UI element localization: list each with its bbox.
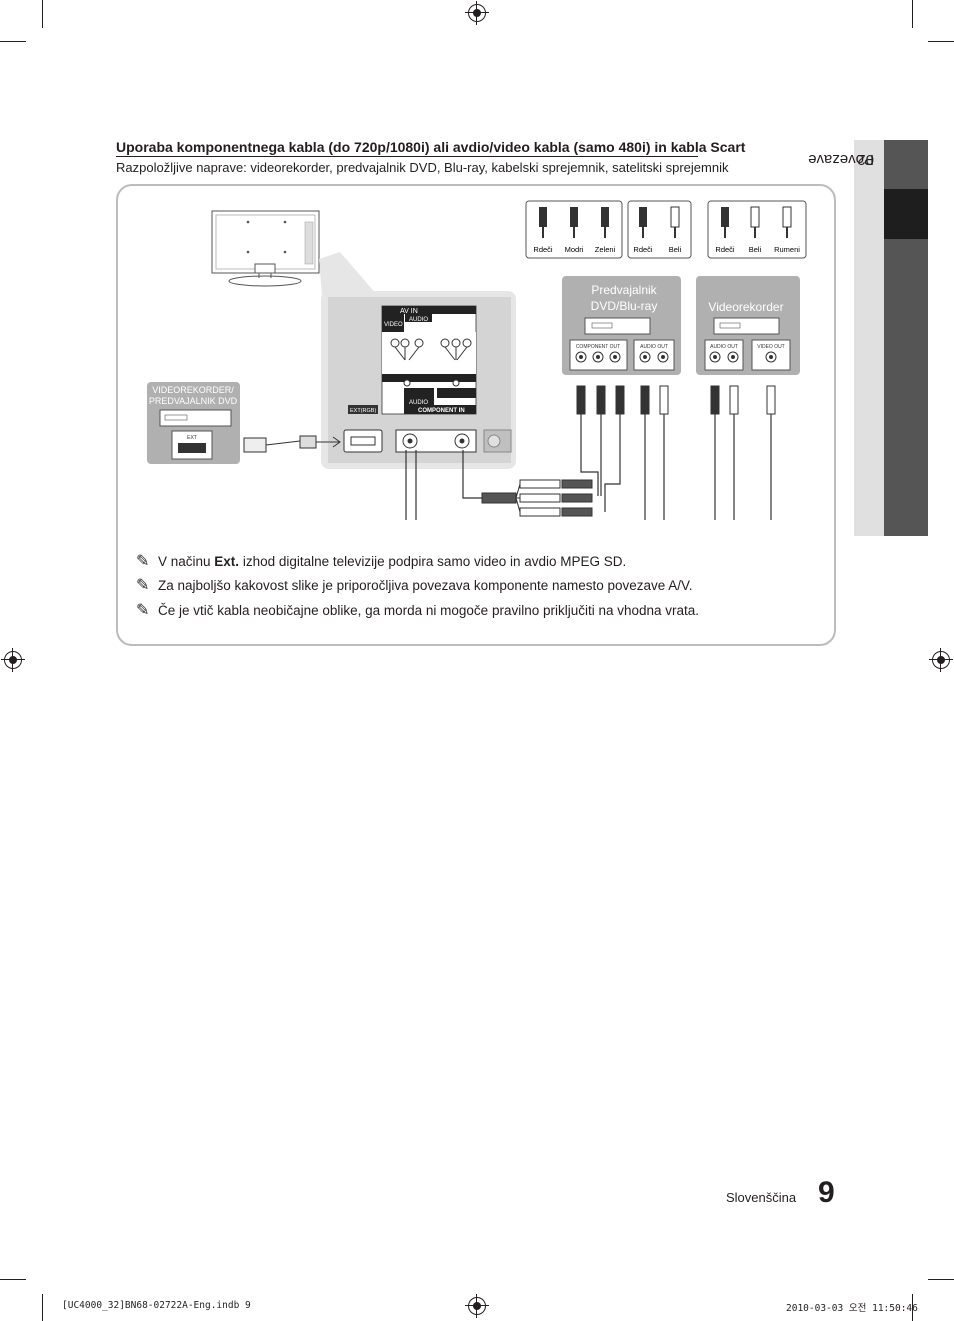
crop-mark: [912, 0, 913, 28]
dvd-audio-out-label: AUDIO OUT: [640, 344, 668, 350]
note-pencil-icon: ✎: [136, 553, 150, 570]
scart-device-title-2: PREDVAJALNIK DVD: [149, 396, 238, 406]
footer-language: Slovenščina: [726, 1190, 797, 1205]
side-tab-active-marker: [884, 189, 928, 239]
side-tab-light: [854, 140, 884, 536]
cable-label: Rumeni: [774, 245, 800, 254]
av-in-label: AV IN: [400, 308, 418, 315]
cable-label: Beli: [749, 245, 762, 254]
crop-mark: [912, 1294, 913, 1321]
ext-rgb-label: EXT(RGB): [350, 408, 376, 414]
connection-diagram: AV IN AUDIO VIDEO AUDIO COMPONENT IN EXT…: [147, 200, 807, 520]
component-in-label: COMPONENT IN: [418, 408, 465, 414]
crop-mark: [42, 0, 43, 28]
cable-label: Zeleni: [595, 245, 616, 254]
note-2: ✎Za najboljšo kakovost slike je priporoč…: [136, 577, 693, 594]
cable-group-audio: Rdeči Beli: [627, 200, 692, 259]
dvd-title-1: Predvajalnik: [591, 283, 657, 297]
tv-illustration: [211, 210, 320, 287]
scart-device-title-1: VIDEOREKORDER/: [152, 385, 234, 395]
registration-mark-icon: [465, 1294, 489, 1318]
registration-mark-icon: [929, 648, 953, 672]
cable-label: Rdeči: [633, 245, 653, 254]
cable-label: Beli: [669, 245, 682, 254]
crop-mark: [42, 1294, 43, 1321]
crop-mark: [928, 41, 954, 42]
scart-ext-label: EXT: [187, 435, 197, 441]
print-slug-date: 2010-03-03 오전 11:50:46: [786, 1303, 918, 1314]
dvd-player-device: Predvajalnik DVD/Blu-ray COMPONENT OUT A…: [562, 276, 681, 375]
vcr-audio-out-label: AUDIO OUT: [710, 344, 738, 350]
available-devices-text: Razpoložljive naprave: videorekorder, pr…: [116, 160, 729, 175]
tv-back-panel: AV IN AUDIO VIDEO AUDIO COMPONENT IN EXT…: [321, 291, 516, 469]
page-number: 9: [818, 1176, 835, 1209]
registration-mark-icon: [1, 648, 25, 672]
cable-group-component: Rdeči Modri Zeleni: [525, 200, 623, 259]
connection-diagram-frame: [116, 184, 836, 646]
cable-lines: [405, 414, 772, 520]
dvd-title-2: DVD/Blu-ray: [591, 299, 658, 313]
scart-device: VIDEOREKORDER/ PREDVAJALNIK DVD EXT: [147, 382, 240, 464]
note-1: ✎V načinu Ext. izhod digitalne televizij…: [136, 553, 627, 570]
crop-mark: [0, 41, 26, 42]
device-cable-plugs: [576, 385, 776, 415]
component-out-label: COMPONENT OUT: [576, 344, 620, 350]
section-heading: Uporaba komponentnega kabla (do 720p/108…: [116, 139, 746, 155]
registration-mark-icon: [465, 1, 489, 25]
vcr-device: Videorekorder AUDIO OUT VIDEO OUT: [696, 276, 800, 375]
cable-label: Rdeči: [533, 245, 553, 254]
video-out-label: VIDEO OUT: [757, 344, 785, 350]
crop-mark: [928, 1279, 954, 1280]
cable-group-av: Rdeči Beli Rumeni: [707, 200, 807, 259]
vcr-title: Videorekorder: [708, 300, 783, 314]
note-pencil-icon: ✎: [136, 577, 150, 594]
note-1-bold: Ext.: [214, 554, 240, 569]
scart-cable: [243, 435, 341, 453]
crop-mark: [0, 1279, 26, 1280]
cable-label: Rdeči: [715, 245, 735, 254]
zoom-wedge: [319, 252, 378, 296]
note-3: ✎Če je vtič kabla neobičajne oblike, ga …: [136, 602, 700, 619]
note-pencil-icon: ✎: [136, 602, 150, 619]
video-label: VIDEO: [384, 322, 403, 328]
component-adapter: [481, 479, 593, 517]
print-slug-file: [UC4000_32]BN68-02722A-Eng.indb 9: [62, 1300, 251, 1311]
audio-label-top: AUDIO: [409, 317, 428, 323]
heading-underline: [116, 156, 698, 157]
cable-label: Modri: [565, 245, 584, 254]
audio-label-bottom: AUDIO: [409, 400, 428, 406]
